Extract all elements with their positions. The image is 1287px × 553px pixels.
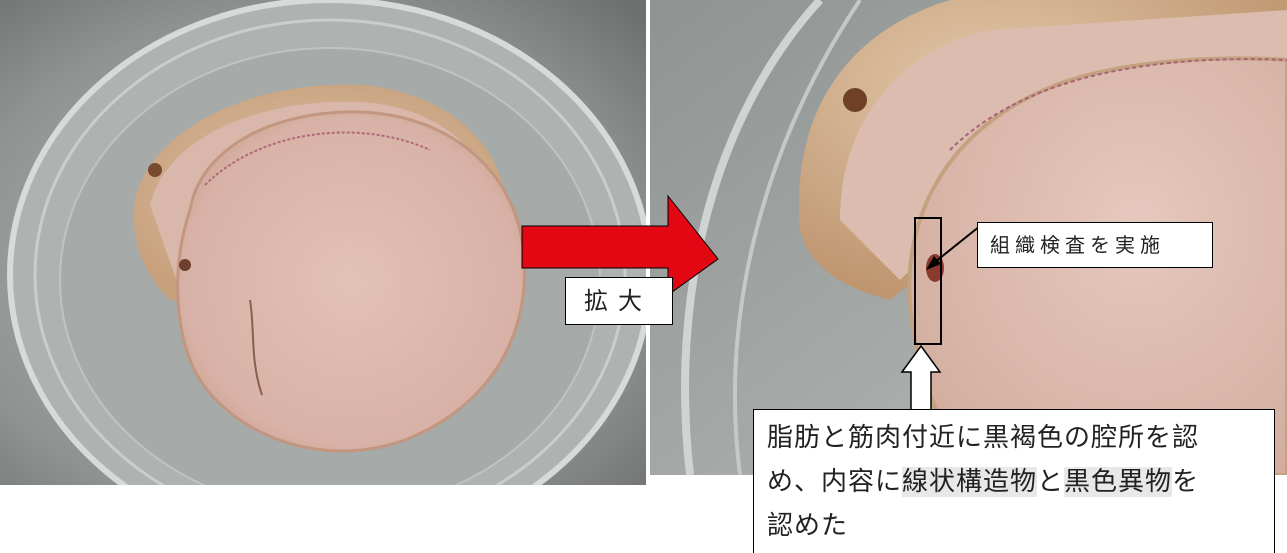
overview-photo-drawing (0, 0, 646, 485)
black-foreign-body-highlight: 黒色異物 (1064, 467, 1173, 497)
finding-description: 脂肪と筋肉付近に黒褐色の腔所を認 め、内容に線状構造物と黒色異物を 認めた (753, 409, 1275, 553)
finding-line-2: め、内容に線状構造物と黒色異物を (767, 460, 1264, 504)
finding-text-c: と (1037, 467, 1065, 497)
zoom-label: 拡大 (565, 277, 673, 325)
finding-text-e: を (1172, 467, 1200, 497)
linear-structure-highlight: 線状構造物 (902, 467, 1038, 497)
finding-line-1: 脂肪と筋肉付近に黒褐色の腔所を認 (767, 423, 1200, 453)
finding-text-a: め、内容に (767, 467, 903, 497)
finding-line-3: 認めた (767, 511, 849, 541)
examination-label: 組織検査を実施 (977, 222, 1213, 268)
photo-meat-slices-overview (0, 0, 646, 485)
